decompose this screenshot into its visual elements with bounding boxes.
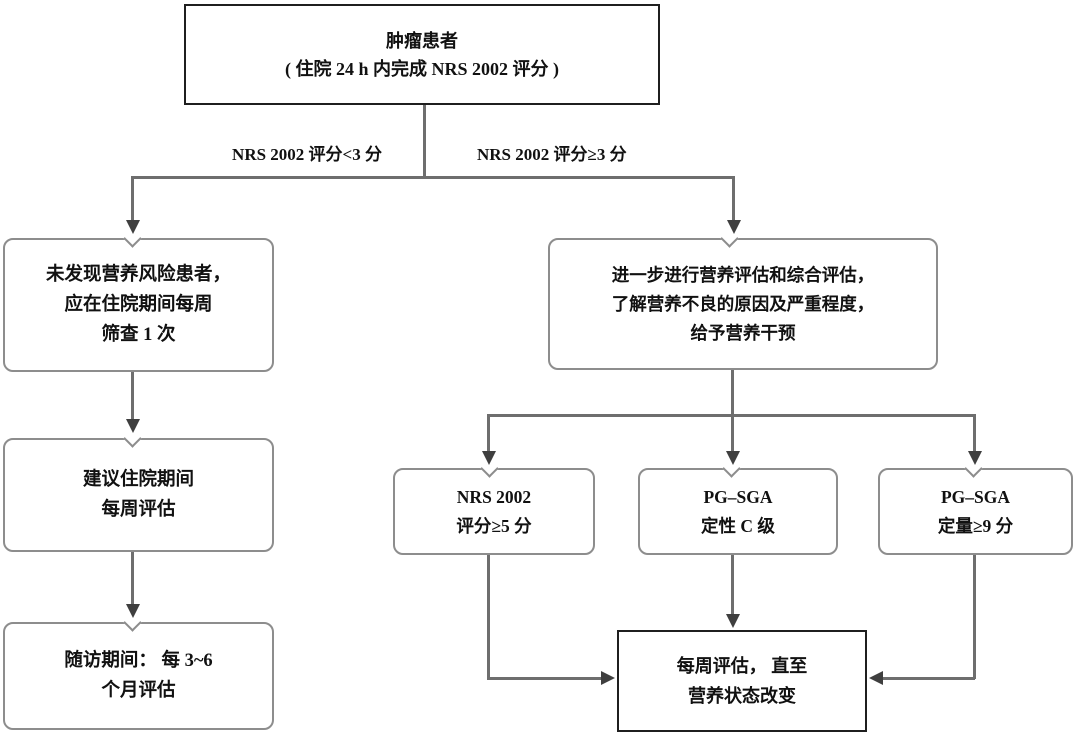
connector-left-drop (131, 176, 134, 222)
node-weekly-until-status-change: 每周评估， 直至 营养状态改变 (617, 630, 867, 732)
node-text-line: 肿瘤患者 (386, 30, 458, 51)
connector-sub1-drop (487, 414, 490, 454)
node-inpatient-weekly-assess: 建议住院期间 每周评估 (3, 429, 274, 552)
node-text-line: 每周评估， 直至 (676, 656, 808, 676)
arrowhead-down-icon (126, 419, 140, 433)
connector-start-stem (423, 105, 426, 178)
node-tumor-patient: 肿瘤患者 ( 住院 24 h 内完成 NRS 2002 评分 ) (184, 4, 660, 105)
arrowhead-down-icon (727, 220, 741, 234)
edge-label-nrs-ge3: NRS 2002 评分≥3 分 (477, 145, 627, 164)
arrowhead-down-icon (726, 614, 740, 628)
node-text-line: PG–SGA (703, 486, 773, 507)
node-no-nutrition-risk: 未发现营养风险患者， 应在住院期间每周 筛查 1 次 (3, 229, 274, 372)
node-text-line: 随访期间： 每 3~6 (64, 651, 213, 671)
node-text-line: 个月评估 (101, 681, 176, 701)
arrowhead-right-icon (601, 671, 615, 685)
node-text-line: 未发现营养风险患者， (45, 265, 231, 285)
arrowhead-down-icon (968, 451, 982, 465)
node-nrs-ge5: NRS 2002 评分≥5 分 (393, 459, 595, 555)
connector-sub2-down (731, 555, 734, 617)
connector-sub2-drop (731, 414, 734, 454)
connector-left-col-1 (131, 372, 134, 422)
connector-right-drop (732, 176, 735, 222)
connector-sub3-drop (973, 414, 976, 454)
node-text-line: 给予营养干预 (690, 322, 796, 343)
node-text-line: 进一步进行营养评估和综合评估， (611, 264, 875, 285)
arrowhead-down-icon (126, 220, 140, 234)
node-followup-assess: 随访期间： 每 3~6 个月评估 (3, 613, 274, 730)
connector-sub1-to-final (487, 677, 602, 680)
node-text-line: PG–SGA (940, 486, 1011, 507)
edge-label-nrs-lt3: NRS 2002 评分<3 分 (232, 145, 382, 164)
connector-right-stem (731, 370, 734, 416)
node-text-line: 营养状态改变 (688, 686, 796, 706)
node-text-line: 建议住院期间 (82, 470, 194, 490)
node-text-line: 每周评估 (101, 500, 176, 520)
arrowhead-down-icon (482, 451, 496, 465)
arrowhead-down-icon (126, 604, 140, 618)
node-pgsga-ge9: PG–SGA 定量≥9 分 (878, 459, 1073, 555)
connector-sub1-down (487, 555, 490, 679)
arrowhead-left-icon (869, 671, 883, 685)
node-text-line: 定量≥9 分 (937, 515, 1014, 536)
node-text-line: NRS 2002 (456, 486, 532, 507)
connector-sub3-down (973, 555, 976, 679)
node-pgsga-grade-c: PG–SGA 定性 C 级 (638, 459, 838, 555)
arrowhead-down-icon (726, 451, 740, 465)
node-text-line: 定性 C 级 (701, 515, 775, 536)
node-further-assessment: 进一步进行营养评估和综合评估， 了解营养不良的原因及严重程度， 给予营养干预 (548, 229, 938, 370)
node-text-line: 筛查 1 次 (101, 325, 176, 345)
connector-left-col-2 (131, 552, 134, 607)
connector-branch-horizontal (131, 176, 735, 179)
node-text-line: 应在住院期间每周 (64, 295, 213, 315)
node-text-line: ( 住院 24 h 内完成 NRS 2002 评分 ) (284, 58, 559, 79)
node-text-line: 评分≥5 分 (456, 515, 532, 536)
node-text-line: 了解营养不良的原因及严重程度， (611, 293, 875, 314)
connector-sub3-to-final (882, 677, 975, 680)
